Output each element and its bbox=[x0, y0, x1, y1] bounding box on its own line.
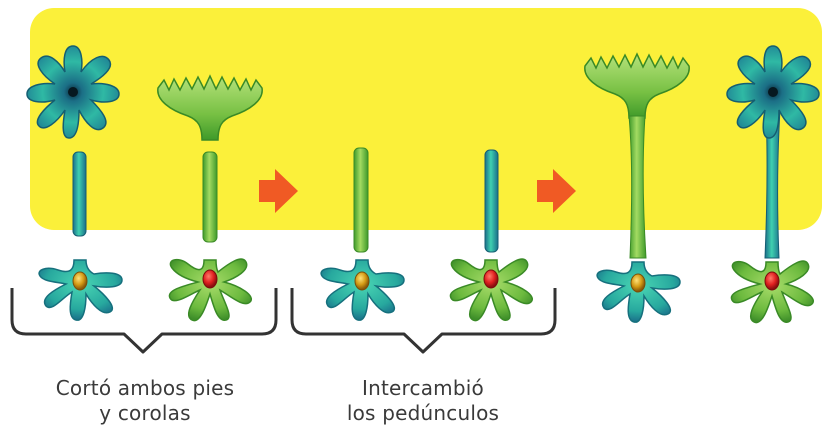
regenerated-green-stalk bbox=[629, 116, 646, 258]
red-nucleus bbox=[765, 272, 779, 290]
green-species-foot bbox=[169, 259, 251, 321]
blue-species-stalk bbox=[73, 152, 86, 236]
gold-nucleus bbox=[73, 272, 87, 290]
background-band bbox=[30, 8, 822, 230]
caption-line: y corolas bbox=[30, 401, 260, 426]
red-nucleus bbox=[484, 270, 498, 288]
caption-cut-feet-and-caps: Cortó ambos pies y corolas bbox=[30, 376, 260, 426]
gold-nucleus bbox=[355, 272, 369, 290]
blue-species-cap bbox=[27, 46, 119, 138]
red-nucleus bbox=[203, 270, 217, 288]
green-species-foot bbox=[731, 261, 813, 323]
regenerated-blue-cap bbox=[727, 46, 819, 138]
swapped-blue-stalk bbox=[485, 150, 498, 252]
green-species-foot bbox=[450, 259, 532, 321]
caption-line: los pedúnculos bbox=[318, 401, 528, 426]
caption-line: Cortó ambos pies bbox=[30, 376, 260, 401]
swapped-green-stalk bbox=[354, 148, 368, 252]
caption-swapped-stalks: Intercambió los pedúnculos bbox=[318, 376, 528, 426]
caption-line: Intercambió bbox=[318, 376, 528, 401]
green-species-stalk bbox=[203, 152, 217, 242]
gold-nucleus bbox=[631, 274, 645, 292]
